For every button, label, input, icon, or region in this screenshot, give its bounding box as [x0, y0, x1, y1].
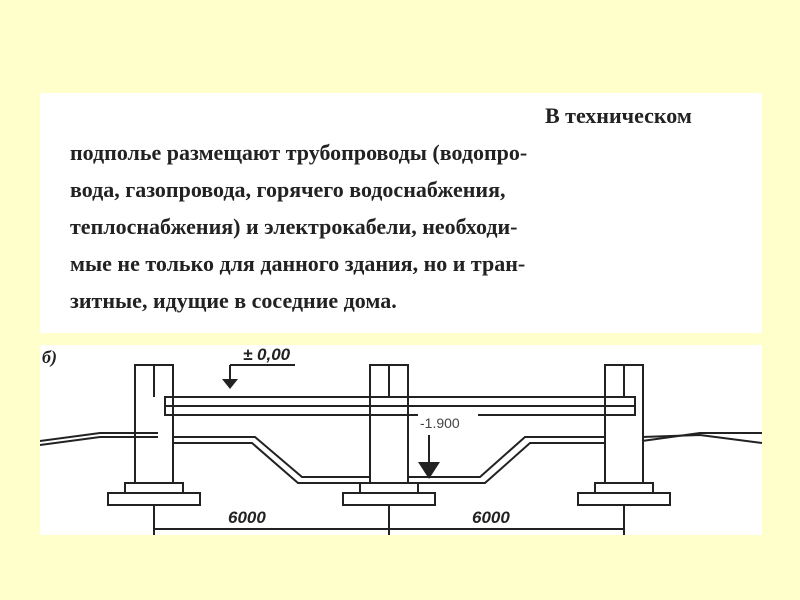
text-line-5: мые не только для данного здания, но и т…	[70, 251, 526, 276]
level-floor-label: -1.900	[420, 415, 460, 431]
level-floor-marker	[418, 462, 440, 479]
ground-right-2	[641, 433, 762, 444]
ground-left	[40, 432, 158, 442]
text-line-4: теплоснабжения) и электрокабели, необход…	[70, 214, 518, 239]
excavation-right-2	[408, 442, 605, 484]
excavation-left	[173, 436, 370, 478]
excavation-left-2	[173, 442, 370, 484]
figure-label: б)	[42, 347, 57, 368]
span-left-label: 6000	[228, 508, 266, 527]
text-panel: В техническом подполье размещают трубопр…	[40, 93, 762, 333]
ground-left-2	[40, 436, 158, 446]
footing-left-top	[124, 482, 184, 494]
excavation-right	[408, 436, 605, 478]
level-top-marker	[222, 379, 238, 389]
footing-right-top	[594, 482, 654, 494]
footing-left	[107, 492, 201, 506]
footing-middle	[342, 492, 436, 506]
text-line-6: зитные, идущие в соседние дома.	[70, 288, 397, 313]
section-svg: б) ± 0,00 -1.900 6000 6000	[40, 345, 762, 535]
footing-middle-top	[359, 482, 419, 494]
text-line-2: подполье размещают трубопроводы (водопро…	[70, 140, 528, 165]
footing-right	[577, 492, 671, 506]
span-right-label: 6000	[472, 508, 510, 527]
level-top-label: ± 0,00	[243, 345, 291, 364]
level-floor-bg	[418, 411, 478, 433]
text-line-3: вода, газопровода, горячего водоснабжени…	[70, 177, 506, 202]
text-line-1: В техническом	[545, 103, 692, 128]
section-drawing: б) ± 0,00 -1.900 6000 6000	[40, 345, 762, 535]
ground-right	[641, 432, 762, 442]
